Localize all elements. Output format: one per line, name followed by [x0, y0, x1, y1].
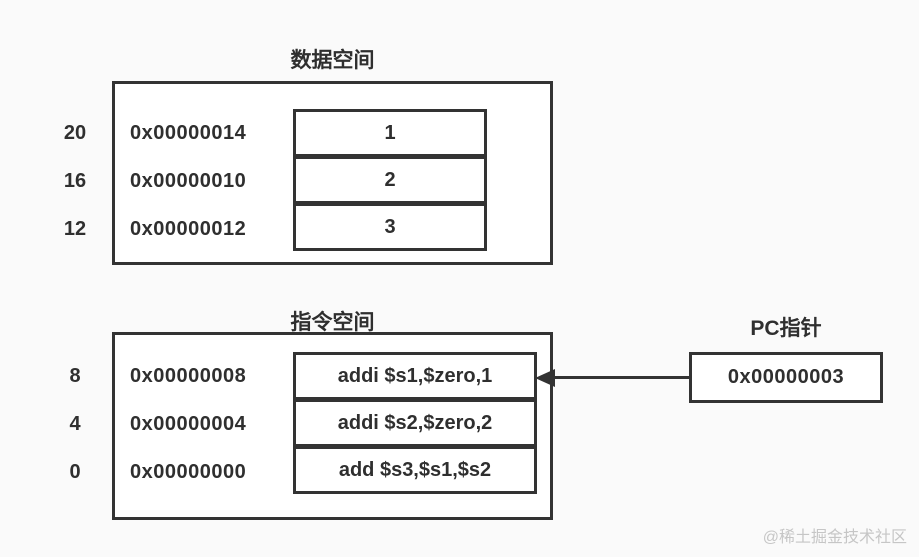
data-space-title: 数据空间 [290, 49, 375, 72]
instruction-offset-label: 4 [69, 413, 81, 435]
data-offset-label: 20 [63, 122, 87, 144]
data-address-label: 0x00000010 [130, 170, 247, 192]
instruction-space-title: 指令空间 [290, 311, 375, 334]
data-offset-label: 12 [63, 218, 87, 240]
data-memory-cell: 1 [293, 109, 487, 157]
data-offset-label: 16 [63, 170, 87, 192]
pc-pointer-title: PC指针 [750, 317, 822, 340]
instruction-offset-label: 0 [69, 461, 81, 483]
data-address-label: 0x00000014 [130, 122, 247, 144]
arrow-left-icon [535, 369, 555, 387]
watermark-text: @稀土掘金技术社区 [762, 529, 907, 546]
pc-arrow-line [552, 376, 689, 379]
instruction-address-label: 0x00000008 [130, 365, 247, 387]
instruction-memory-cell: add $s3,$s1,$s2 [293, 446, 537, 494]
instruction-address-label: 0x00000004 [130, 413, 247, 435]
instruction-memory-cell: addi $s2,$zero,2 [293, 399, 537, 447]
instruction-address-label: 0x00000000 [130, 461, 247, 483]
data-value-table: 1 2 3 [293, 109, 487, 251]
instruction-offset-label: 8 [69, 365, 81, 387]
pc-pointer-box: 0x00000003 [689, 352, 883, 403]
data-memory-cell: 2 [293, 156, 487, 204]
instruction-memory-cell: addi $s1,$zero,1 [293, 352, 537, 400]
data-memory-cell: 3 [293, 203, 487, 251]
data-address-label: 0x00000012 [130, 218, 247, 240]
instruction-value-table: addi $s1,$zero,1 addi $s2,$zero,2 add $s… [293, 352, 537, 494]
